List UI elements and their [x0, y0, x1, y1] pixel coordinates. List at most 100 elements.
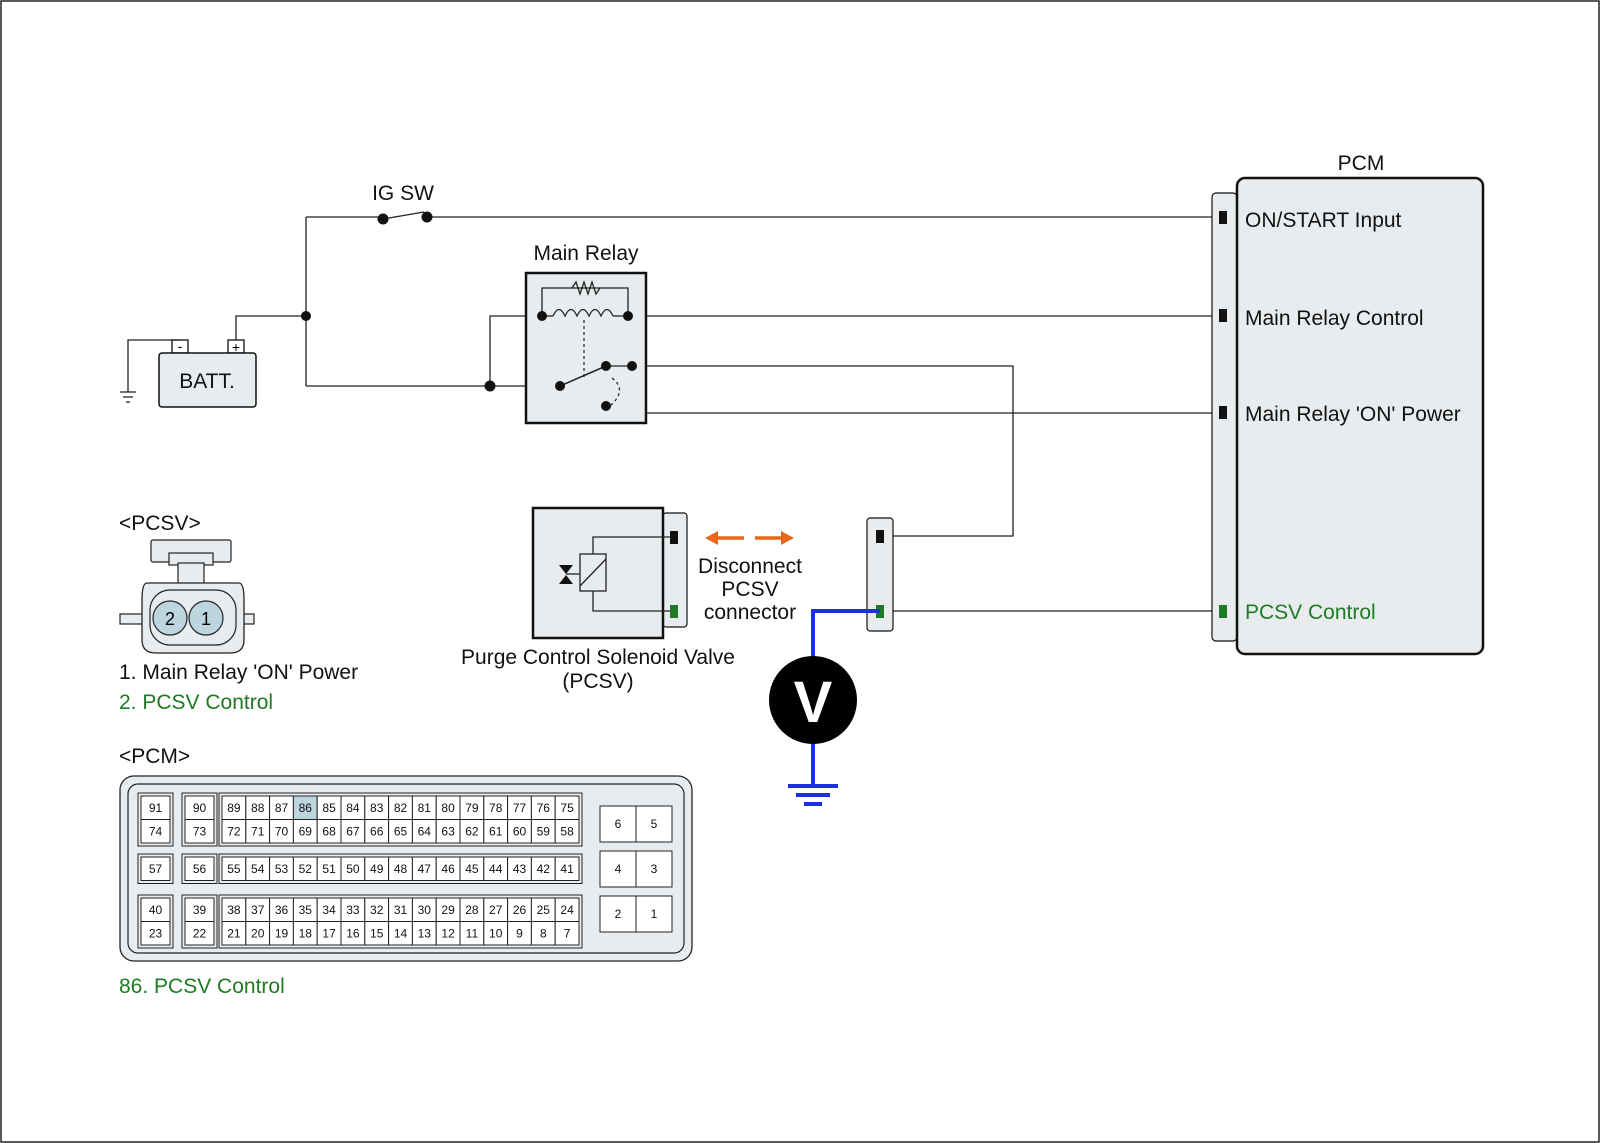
pcm-pin-number: 8 [540, 926, 547, 940]
pcm-pin-number: 76 [537, 801, 551, 815]
pcm-pin-number: 81 [418, 801, 432, 815]
pcm-pin-number: 70 [275, 824, 289, 838]
pcm-pin-number: 24 [560, 903, 574, 917]
pcm-pin-number: 42 [537, 862, 551, 876]
pcm-pin-number: 20 [251, 926, 265, 940]
pcsv-component: Purge Control Solenoid Valve (PCSV) [461, 506, 735, 693]
pcm-pin-cell [599, 895, 637, 933]
pcm-pin-number: 53 [275, 862, 289, 876]
pcm-pin-number: 58 [560, 824, 574, 838]
pcm-pin-number: 62 [465, 824, 479, 838]
pcm-pin-number: 89 [227, 801, 241, 815]
pcm-pin-number: 31 [394, 903, 408, 917]
battery-minus: - [178, 338, 183, 354]
pcm-pin-number: 21 [227, 926, 241, 940]
pcm-pin-number: 52 [299, 862, 313, 876]
pcm-pin-number: 9 [516, 926, 523, 940]
pcm-pin-cell [635, 850, 673, 888]
pcm-pin-cell [599, 850, 637, 888]
pcm-pin-number: 5 [651, 817, 658, 831]
pcm-pin-cell [140, 819, 171, 844]
disconnect-line2: PCSV [721, 578, 778, 601]
pcm-module: PCM ON/START Input Main Relay Control Ma… [1211, 152, 1485, 656]
pcm-pin-cell [554, 856, 580, 881]
pcm-pin-number: 64 [418, 824, 432, 838]
pcm-pin-number: 4 [615, 862, 622, 876]
pcm-pin-cell [554, 819, 580, 844]
pcm-pin-number: 74 [149, 824, 163, 838]
pcm-pin-number: 71 [251, 824, 265, 838]
pcm-pin-number: 68 [322, 824, 336, 838]
pcm-pin-number: 65 [394, 824, 408, 838]
pcm-pin-number: 28 [465, 903, 479, 917]
battery-ground-icon [120, 391, 136, 403]
pcm-pin-cell [554, 921, 580, 946]
voltmeter-label: V [794, 670, 833, 735]
pcsv-connector-face: 2 1 [119, 539, 255, 654]
voltmeter: V [769, 609, 880, 806]
pcm-pin-label-pcsv-control: PCSV Control [1245, 601, 1376, 624]
pcsv-pin-1: 1 [201, 609, 211, 629]
pcm-pin-number: 27 [489, 903, 503, 917]
junction-dots [301, 211, 496, 392]
pcm-pin-number: 69 [299, 824, 313, 838]
pcm-pin-number: 73 [193, 824, 207, 838]
battery-plus: + [232, 339, 240, 355]
pcm-pin-number: 38 [227, 903, 241, 917]
pcsv-name-line2: (PCSV) [562, 670, 633, 693]
battery: - + BATT. [158, 338, 257, 408]
disconnect-line3: connector [704, 601, 796, 624]
pcm-pin-number: 78 [489, 801, 503, 815]
pcm-pin-number: 84 [346, 801, 360, 815]
pcm-pin-cell [635, 805, 673, 843]
pcm-pin-label-relay-power: Main Relay 'ON' Power [1245, 403, 1461, 426]
pcm-pin-number: 55 [227, 862, 241, 876]
pcm-pin-number: 72 [227, 824, 241, 838]
pcm-pin-cell [140, 921, 171, 946]
pcm-pin-number: 22 [193, 926, 207, 940]
pcm-pin-number: 10 [489, 926, 503, 940]
pcm-pin-number: 25 [537, 903, 551, 917]
pcm-pin-number: 59 [537, 824, 551, 838]
main-relay-label: Main Relay [533, 242, 639, 265]
pcm-label: PCM [1338, 152, 1385, 175]
pcm-pin-number: 43 [513, 862, 527, 876]
pcm-pin-number: 86 [299, 801, 313, 815]
pcm-pin-label-relay-control: Main Relay Control [1245, 307, 1424, 330]
pcm-pin-number: 11 [466, 926, 479, 940]
pcm-pin-number: 87 [275, 801, 289, 815]
pcm-pin-cell [184, 819, 215, 844]
main-relay: Main Relay [524, 242, 648, 425]
pcm-pin-number: 80 [441, 801, 455, 815]
harness-connector [866, 517, 894, 632]
pcm-pin-number: 51 [322, 862, 336, 876]
pcm-pin-number: 57 [149, 862, 163, 876]
pcm-pin-number: 12 [441, 926, 455, 940]
pcm-pin-number: 49 [370, 862, 384, 876]
pcm-pin-cell [140, 856, 171, 881]
pcm-pin-number: 67 [346, 824, 360, 838]
pcm-pin-number: 29 [441, 903, 455, 917]
pcm-pin-number: 47 [418, 862, 432, 876]
pcm-pin-number: 15 [370, 926, 384, 940]
pcm-pin-number: 36 [275, 903, 289, 917]
pcm-pin-number: 32 [370, 903, 384, 917]
pcm-pin-cell [184, 921, 215, 946]
pcm-pin-number: 13 [418, 926, 432, 940]
pcm-pin-on-start [1219, 211, 1227, 224]
pcm-pin-cell [635, 895, 673, 933]
pcm-pin-number: 61 [489, 824, 503, 838]
pcm-pin-number: 6 [615, 817, 622, 831]
pcsv-legend-1: 1. Main Relay 'ON' Power [119, 661, 358, 684]
pcm-pin-number: 40 [149, 903, 163, 917]
pcm-pin-number: 82 [394, 801, 408, 815]
pcm-pin-number: 60 [513, 824, 527, 838]
pcm-pin-number: 45 [465, 862, 479, 876]
pcm-pin-number: 85 [322, 801, 336, 815]
pcm-pin-number: 91 [149, 801, 163, 815]
pcm-pin-pcsv-control [1219, 605, 1227, 618]
pcm-pin-number: 35 [299, 903, 313, 917]
pcm-pin-number: 3 [651, 862, 658, 876]
pcm-pin-number: 30 [418, 903, 432, 917]
